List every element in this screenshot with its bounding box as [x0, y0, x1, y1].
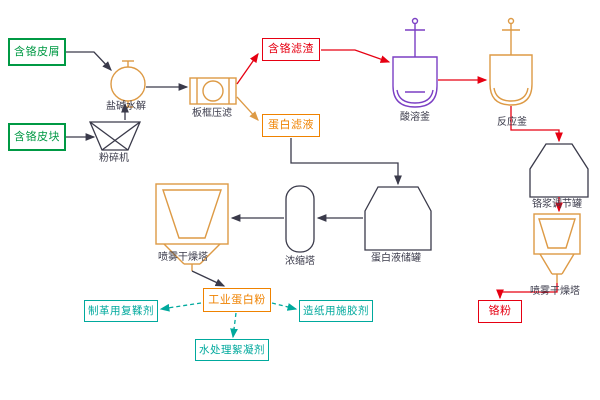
arrow-to-sizing: [271, 302, 298, 311]
flow-arrows-black: [66, 51, 402, 287]
node-sizing-agent: 造纸用施胶剂: [299, 300, 373, 322]
label-protein-tank: 蛋白液储罐: [371, 253, 421, 264]
arrow-dryer-to-chrome-powder: [496, 283, 558, 300]
label-slurry-tank: 铬浆调节罐: [532, 199, 582, 210]
arrow-filtrate-to-tank: [290, 138, 402, 186]
label-reaction-kettle: 反应釜: [497, 117, 527, 128]
node-protein-filtrate: 蛋白滤液: [262, 114, 320, 137]
arrow-press-to-residue: [236, 52, 259, 85]
label-spray-dryer-right: 喷雾干燥塔: [530, 286, 580, 297]
node-chrome-pieces: 含铬皮块: [8, 123, 66, 151]
flow-arrows-red: [236, 49, 563, 300]
label-spray-dryer-left: 喷雾干燥塔: [158, 252, 208, 263]
label-hydrolysis: 盐碱水解: [106, 101, 146, 112]
node-flocculant: 水处理絮凝剂: [195, 339, 269, 361]
acid-kettle-icon: [392, 17, 438, 108]
spray-dryer-right-icon: [533, 213, 581, 283]
node-industrial-protein-powder: 工业蛋白粉: [203, 288, 271, 312]
flow-arrow-orange: [236, 96, 259, 121]
node-retanning-agent: 制革用复鞣剂: [84, 300, 158, 322]
arrow-to-retanning: [159, 302, 202, 312]
arrow-to-flocculant: [230, 312, 238, 339]
label-crusher: 粉碎机: [99, 153, 129, 164]
reaction-kettle-icon: [489, 17, 533, 106]
label-concentration-tower: 浓缩塔: [285, 256, 315, 267]
label-acid-kettle: 酸溶釜: [400, 112, 430, 123]
arrow-residue-to-acid-kettle: [321, 49, 391, 63]
protein-tank-icon: [364, 186, 432, 251]
slurry-tank-icon: [529, 143, 589, 198]
label-filter-press: 板框压滤: [192, 108, 232, 119]
concentration-tower-icon: [285, 185, 315, 253]
node-chrome-powder: 铬粉: [478, 300, 522, 323]
arrow-reaction-to-slurry-tank: [510, 106, 563, 143]
arrow-shavings-to-hydrolysis: [66, 51, 112, 71]
arrow-dryer-to-protein-powder: [191, 270, 226, 287]
filter-press-icon: [189, 77, 237, 105]
node-chrome-residue: 含铬滤渣: [262, 38, 320, 61]
node-chrome-shavings: 含铬皮屑: [8, 38, 66, 66]
arrow-press-to-filtrate: [236, 96, 259, 121]
spray-dryer-left-icon: [155, 183, 229, 271]
crusher-icon: [89, 121, 141, 151]
